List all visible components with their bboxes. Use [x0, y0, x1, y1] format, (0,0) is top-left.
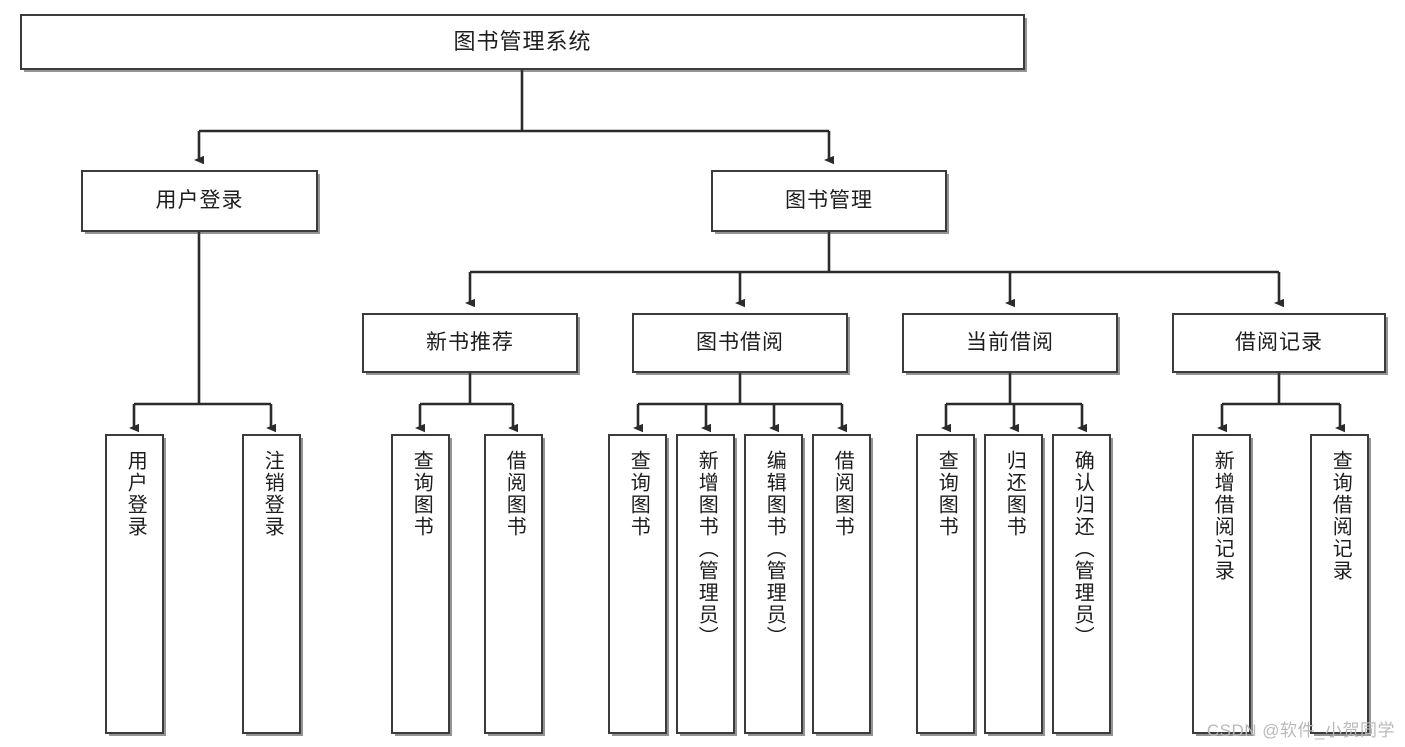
node-book-manage-label: 图书管理 — [785, 189, 873, 213]
node-leaf-query-book-2[interactable]: 查询图书 — [608, 434, 667, 734]
node-user-login[interactable]: 用户登录 — [81, 170, 318, 232]
node-book-borrow[interactable]: 图书借阅 — [632, 313, 848, 373]
node-leaf-borrow-book-2[interactable]: 借阅图书 — [812, 434, 871, 734]
node-leaf-add-record-label: 新增借阅记录 — [1211, 450, 1234, 582]
node-leaf-query-book-1[interactable]: 查询图书 — [391, 434, 450, 734]
node-leaf-return-book[interactable]: 归还图书 — [984, 434, 1043, 734]
node-leaf-logout-login[interactable]: 注销登录 — [242, 434, 301, 734]
node-leaf-confirm-return-label: 确认归还（管理员） — [1071, 450, 1094, 648]
node-leaf-query-book-3[interactable]: 查询图书 — [916, 434, 975, 734]
node-root[interactable]: 图书管理系统 — [20, 14, 1025, 70]
node-borrow-record[interactable]: 借阅记录 — [1172, 313, 1386, 373]
node-leaf-query-book-2-label: 查询图书 — [627, 450, 650, 538]
node-leaf-user-login-label: 用户登录 — [124, 450, 147, 538]
node-new-book-rec[interactable]: 新书推荐 — [362, 313, 578, 373]
node-current-borrow[interactable]: 当前借阅 — [902, 313, 1118, 373]
node-leaf-add-book-label: 新增图书（管理员） — [695, 450, 718, 648]
node-leaf-return-book-label: 归还图书 — [1003, 450, 1026, 538]
node-book-borrow-label: 图书借阅 — [696, 331, 784, 355]
node-leaf-query-record[interactable]: 查询借阅记录 — [1310, 434, 1369, 734]
node-leaf-user-login[interactable]: 用户登录 — [105, 434, 164, 734]
watermark: CSDN @软件_小贺同学 — [1206, 721, 1395, 740]
node-leaf-query-record-label: 查询借阅记录 — [1329, 450, 1352, 582]
node-leaf-edit-book-label: 编辑图书（管理员） — [763, 450, 786, 648]
node-leaf-borrow-book-1[interactable]: 借阅图书 — [484, 434, 543, 734]
node-leaf-add-book[interactable]: 新增图书（管理员） — [676, 434, 735, 734]
node-book-manage[interactable]: 图书管理 — [711, 170, 947, 232]
node-leaf-borrow-book-1-label: 借阅图书 — [503, 450, 526, 538]
node-user-login-label: 用户登录 — [155, 189, 244, 213]
node-leaf-edit-book[interactable]: 编辑图书（管理员） — [744, 434, 803, 734]
node-leaf-logout-login-label: 注销登录 — [261, 450, 284, 538]
node-leaf-borrow-book-2-label: 借阅图书 — [831, 450, 854, 538]
node-current-borrow-label: 当前借阅 — [966, 331, 1054, 355]
node-leaf-confirm-return[interactable]: 确认归还（管理员） — [1052, 434, 1111, 734]
node-borrow-record-label: 借阅记录 — [1235, 331, 1323, 355]
node-leaf-query-book-1-label: 查询图书 — [410, 450, 433, 538]
node-new-book-rec-label: 新书推荐 — [426, 331, 514, 355]
node-root-label: 图书管理系统 — [453, 28, 592, 54]
node-leaf-add-record[interactable]: 新增借阅记录 — [1192, 434, 1251, 734]
node-leaf-query-book-3-label: 查询图书 — [935, 450, 958, 538]
